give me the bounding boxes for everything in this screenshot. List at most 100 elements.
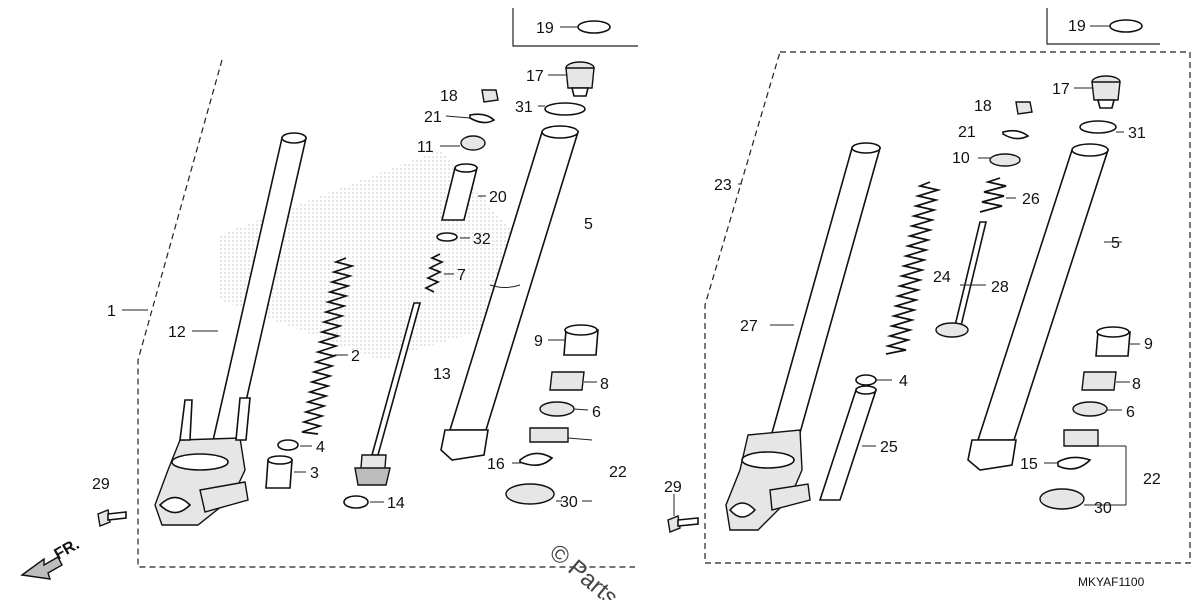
nut-18-left: [481, 89, 499, 103]
damper-rod-13: [354, 302, 422, 486]
washer-8-right: [1081, 371, 1117, 391]
washer-4-left: [277, 439, 299, 451]
callout-18-left: 18: [440, 88, 458, 105]
nut-18-right: [1015, 101, 1033, 115]
left-part19-box: [512, 8, 638, 47]
callout-4-left: 4: [316, 439, 325, 456]
fork-spring-2: [300, 257, 356, 435]
callout-30-right: 30: [1094, 500, 1112, 517]
callout-29-right: 29: [664, 479, 682, 496]
o-ring-31-left: [544, 102, 586, 116]
oil-seal-22-right: [1063, 429, 1099, 447]
callout-31-right: 31: [1128, 125, 1146, 142]
dust-seal-30-left: [505, 483, 555, 505]
right-callout-labels: 19 17 18 21 31 10 23 26 5 24 28 27 9 4 8…: [664, 18, 1161, 517]
callout-17-right: 17: [1052, 81, 1070, 98]
callout-22-left: 22: [609, 464, 627, 481]
front-direction-arrow: FR.: [20, 536, 82, 580]
spacer-20: [440, 163, 479, 221]
ring-21-right: [1002, 129, 1030, 140]
damper-rod-28: [935, 221, 988, 338]
callout-6-right: 6: [1126, 404, 1135, 421]
callout-26: 26: [1022, 191, 1040, 208]
ring-21-left: [469, 113, 496, 124]
seal-6-right: [1072, 401, 1108, 417]
dust-seal-30-right: [1039, 488, 1085, 510]
right-part19-box: [1046, 8, 1160, 45]
callout-10: 10: [952, 150, 970, 167]
callout-17-left: 17: [526, 68, 544, 85]
callout-11: 11: [417, 139, 434, 156]
left-callout-labels: 19 17 18 31 21 11 20 5 32 7 1 12 9 2 13 …: [92, 20, 627, 512]
small-spring-7: [424, 253, 445, 293]
fr-arrow-icon: [20, 556, 63, 580]
ring-16: [519, 452, 554, 466]
bushing-9-top-right: [1096, 326, 1130, 338]
callout-25: 25: [880, 439, 898, 456]
callout-15: 15: [1020, 456, 1038, 473]
ring-15: [1057, 456, 1092, 470]
seat-10: [989, 153, 1021, 167]
washer-14: [343, 495, 369, 509]
washer-4-right: [855, 374, 877, 386]
collar-3-left: [265, 455, 293, 489]
callout-2: 2: [351, 348, 360, 365]
callout-12: 12: [168, 324, 186, 341]
callout-4-right: 4: [899, 373, 908, 390]
watermark: © Parts: [544, 539, 623, 600]
bushing-9-top-left: [564, 324, 598, 336]
bolt-29-left: [97, 509, 127, 527]
callout-20: 20: [489, 189, 507, 206]
callout-31-left: 31: [515, 99, 533, 116]
callout-3: 3: [310, 465, 319, 482]
callout-32: 32: [473, 231, 491, 248]
left-leader-lines: [122, 26, 597, 503]
inner-tube-5-right: [967, 143, 1110, 471]
washer-8-left: [549, 371, 585, 391]
callout-27: 27: [740, 318, 758, 335]
left-shading-band: [220, 150, 520, 360]
callout-8-right: 8: [1132, 376, 1141, 393]
collar-25: [818, 385, 878, 501]
callout-21-left: 21: [424, 109, 442, 126]
callout-18-right: 18: [974, 98, 992, 115]
fork-cap-17-right: [1091, 75, 1121, 109]
right-fork-assembly: [667, 8, 1191, 564]
seal-11: [460, 135, 486, 151]
oil-seal-22-left: [529, 427, 569, 443]
callout-1: 1: [107, 303, 116, 320]
callout-19-right: 19: [1068, 18, 1086, 35]
fork-spring-right: [884, 181, 942, 355]
callout-28: 28: [991, 279, 1009, 296]
callout-5-left: 5: [584, 216, 593, 233]
washer-32: [436, 232, 458, 242]
diagram-code: MKYAF1100: [1078, 575, 1145, 589]
callout-8-left: 8: [600, 376, 609, 393]
callout-30-left: 30: [560, 494, 578, 511]
callout-9-right: 9: [1144, 336, 1153, 353]
callout-29-left: 29: [92, 476, 110, 493]
right-leader-lines: [673, 25, 1140, 516]
callout-6-left: 6: [592, 404, 601, 421]
callout-7: 7: [457, 267, 466, 284]
callout-23: 23: [714, 177, 732, 194]
left-assembly-frame: [137, 59, 635, 568]
seal-6-left: [539, 401, 575, 417]
callout-22-right: 22: [1143, 471, 1161, 488]
fork-cap-17-left: [565, 61, 595, 97]
callout-16: 16: [487, 456, 505, 473]
bolt-29-right: [667, 515, 699, 533]
right-assembly-frame: [704, 51, 1191, 564]
callout-24: 24: [933, 269, 951, 286]
callout-14: 14: [387, 495, 405, 512]
o-ring-31-right: [1079, 120, 1117, 134]
callout-5-right: 5: [1111, 235, 1120, 252]
callout-13: 13: [433, 366, 451, 383]
axle-bracket: [154, 397, 251, 526]
inner-tube-5-left: [440, 125, 580, 461]
circlip-19-right: [1109, 19, 1143, 33]
axle-bracket-right: [725, 429, 811, 531]
spring-26: [979, 177, 1007, 213]
callout-21-right: 21: [958, 124, 976, 141]
